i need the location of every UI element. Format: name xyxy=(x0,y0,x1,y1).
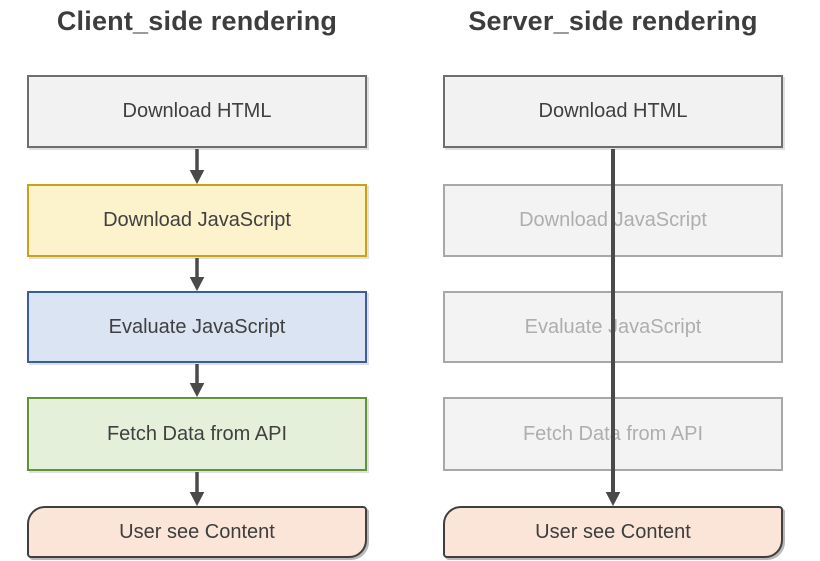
ssr-step-download-html: Download HTML xyxy=(443,75,783,148)
csr-flow-arrow-2 xyxy=(189,258,205,292)
csr-step-evaluate-javascript: Evaluate JavaScript xyxy=(27,291,367,363)
csr-flow-arrow-1 xyxy=(189,149,205,185)
ssr-step-evaluate-javascript: Evaluate JavaScript xyxy=(443,291,783,363)
csr-step-fetch-data-from-api: Fetch Data from API xyxy=(27,397,367,471)
ssr-terminal-user-see-content: User see Content xyxy=(443,506,783,558)
csr-flow-arrow-4 xyxy=(189,472,205,507)
csr-flow-arrow-3 xyxy=(189,364,205,398)
csr-terminal-user-see-content: User see Content xyxy=(27,506,367,558)
server-side-rendering-title: Server_side rendering xyxy=(468,6,758,36)
ssr-step-fetch-data-from-api: Fetch Data from API xyxy=(443,397,783,471)
ssr-step-download-javascript: Download JavaScript xyxy=(443,184,783,257)
csr-step-download-javascript: Download JavaScript xyxy=(27,184,367,257)
client-side-rendering-title: Client_side rendering xyxy=(56,6,338,36)
csr-step-download-html: Download HTML xyxy=(27,75,367,148)
